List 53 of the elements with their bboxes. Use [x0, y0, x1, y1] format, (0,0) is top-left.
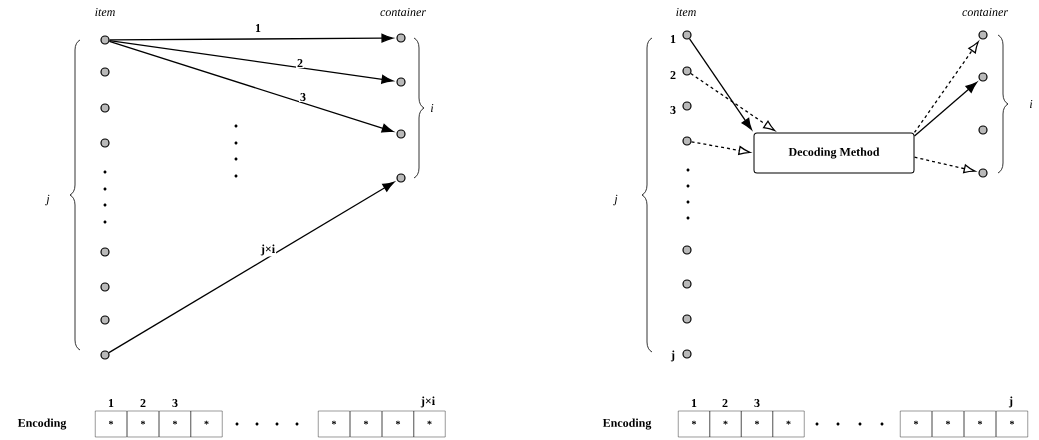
encoding-cell: *	[996, 410, 1028, 438]
encoding-cell: *	[190, 410, 223, 438]
axis-label: j	[45, 194, 50, 206]
index-number: j	[670, 350, 675, 362]
arrow	[913, 81, 978, 137]
edge-label: 1	[254, 23, 262, 33]
arrow	[108, 33, 394, 43]
encoding-cell: *	[932, 410, 964, 438]
arrow	[913, 156, 976, 174]
index-number: 1	[691, 399, 697, 407]
index-number: 3	[754, 398, 760, 407]
arrow	[108, 40, 394, 84]
edge-label: 3	[299, 91, 307, 103]
axis-label: j	[613, 194, 618, 206]
edge-label: j×i	[259, 243, 277, 257]
arrow	[108, 40, 394, 133]
axis-label: item	[676, 7, 696, 16]
axis-label: item	[95, 7, 115, 16]
axis-label: container	[962, 7, 1009, 17]
index-number: 1	[108, 399, 114, 407]
encoding-cell: *	[159, 410, 191, 438]
index-number: 2	[140, 399, 146, 407]
index-number: j×i	[420, 396, 435, 408]
encoding-cell: *	[127, 410, 159, 438]
axis-label: container	[380, 7, 427, 17]
arrow	[913, 41, 979, 134]
index-number: 3	[172, 398, 178, 407]
encoding-cell: *	[772, 410, 805, 438]
index-number: j	[1008, 396, 1013, 408]
index-number: 1	[670, 35, 676, 43]
row-label: Encoding	[602, 418, 652, 430]
axis-label: i	[1030, 100, 1033, 108]
arrow	[690, 72, 776, 131]
encoding-cell: *	[382, 410, 414, 438]
encoding-cell: *	[318, 410, 350, 438]
edge-label: 2	[296, 58, 304, 68]
arrow	[108, 181, 395, 354]
encoding-cell: *	[350, 410, 382, 438]
row-label: Encoding	[17, 418, 67, 430]
encoding-cell: *	[964, 410, 996, 438]
index-number: 3	[670, 105, 676, 114]
axis-label: i	[431, 104, 434, 112]
index-number: 2	[670, 71, 676, 79]
encoding-cell: *	[709, 410, 742, 438]
encoding-cell: *	[741, 410, 773, 438]
encoding-cell: *	[413, 410, 446, 438]
encoding-cell: *	[678, 410, 710, 438]
arrow	[688, 38, 752, 130]
encoding-cell: *	[95, 410, 127, 438]
index-number: 2	[722, 399, 728, 407]
process-box: Decoding Method	[753, 132, 915, 174]
arrow	[690, 141, 751, 155]
encoding-cell: *	[900, 410, 932, 438]
